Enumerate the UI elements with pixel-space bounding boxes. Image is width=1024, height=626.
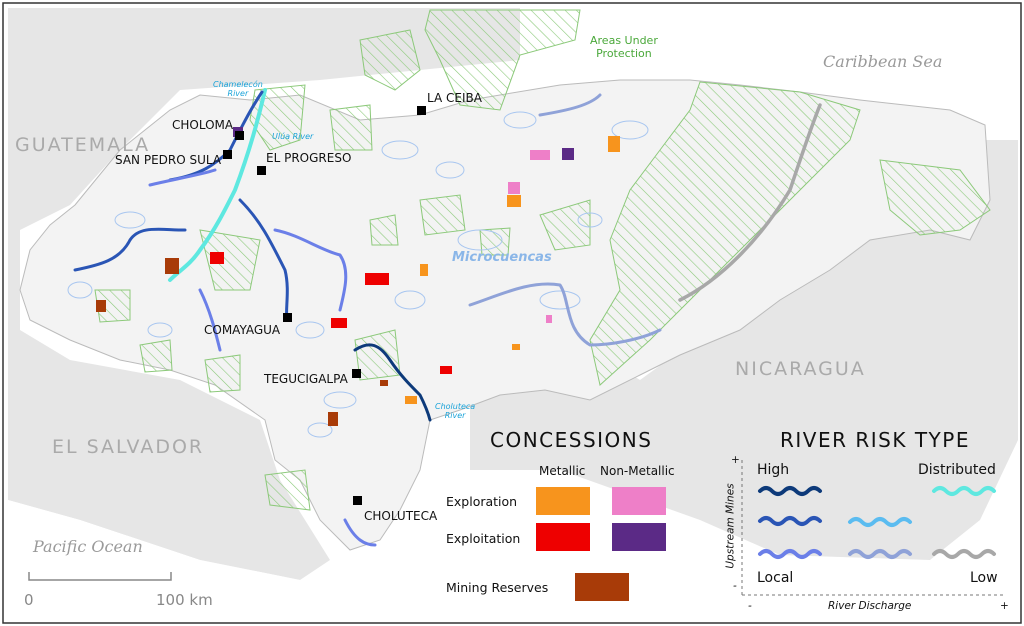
choluteca-marker: [353, 496, 362, 505]
risk-distributed-label: Distributed: [918, 462, 996, 478]
choloma-label: CHOLOMA: [172, 118, 234, 132]
ulua-river-label: Ulúa River: [272, 132, 314, 141]
tegucigalpa-label: TEGUCIGALPA: [264, 372, 348, 386]
caribbean-sea-label: Caribbean Sea: [823, 52, 943, 71]
choluteca-label: CHOLUTECA: [364, 509, 438, 523]
river-tegucigalpa-south: [343, 518, 377, 547]
risk-legend-swatches: [758, 486, 996, 559]
risk-local-label: Local: [757, 570, 794, 586]
protected-areas-label: Areas Under Protection: [590, 34, 658, 60]
river-patuca: [468, 282, 662, 347]
risk-local-swatch: [758, 549, 822, 559]
ulua-river: [168, 88, 267, 282]
choluteca-river-label: Choluteca River: [435, 402, 475, 420]
pacific-ocean: [8, 500, 330, 600]
nicaragua-label: NICARAGUA: [735, 358, 866, 380]
la-ceiba-marker: [417, 106, 426, 115]
risk-legend-title: RIVER RISK TYPE: [780, 428, 970, 452]
microcuencas: [67, 111, 649, 438]
swatch-exploration-metallic: [536, 487, 590, 515]
risk-y-plus: +: [731, 454, 740, 466]
concessions-row-exploration: Exploration: [446, 494, 518, 509]
comayagua-marker: [283, 313, 292, 322]
swatch-exploitation-metallic: [536, 523, 590, 551]
swatch-exploration-nonmetallic: [612, 487, 666, 515]
risk-low-label: Low: [970, 570, 998, 586]
chamelecon-river-label-line2: River: [227, 89, 249, 98]
concessions-reserves-label: Mining Reserves: [446, 580, 549, 595]
river-central: [273, 228, 348, 312]
concessions-legend-title: CONCESSIONS: [490, 428, 653, 452]
risk-high-swatch: [758, 486, 822, 496]
concessions-map: [96, 127, 620, 426]
risk-x-axis-label: River Discharge: [828, 600, 912, 612]
risk-low-center-swatch: [848, 549, 912, 559]
scale-left-label: 0: [24, 591, 34, 609]
risk-y-minus: -: [733, 580, 737, 592]
risk-distributed-swatch: [932, 486, 996, 496]
protected-areas-label-line1: Areas Under: [590, 34, 658, 47]
river-coco: [678, 103, 822, 302]
river-choluteca: [353, 343, 432, 422]
comayagua-label: COMAYAGUA: [204, 323, 281, 337]
risk-mid-left-swatch: [758, 516, 822, 526]
city-markers: [223, 106, 426, 505]
tegucigalpa-marker: [352, 369, 361, 378]
rivers: [73, 88, 822, 547]
swatch-exploitation-nonmetallic: [612, 523, 666, 551]
risk-high-label: High: [757, 462, 790, 478]
microcuencas-label: Microcuencas: [452, 250, 552, 265]
risk-low-swatch: [932, 549, 996, 559]
risk-mid-center-swatch: [848, 517, 912, 527]
protected-areas: [94, 9, 991, 511]
scale-bar-line: [28, 572, 172, 581]
risk-legend-axes: [741, 460, 1005, 596]
river-north: [148, 168, 217, 187]
concessions-col-metallic: Metallic: [539, 464, 586, 478]
choloma-marker: [235, 131, 244, 140]
river-southwest: [198, 288, 222, 352]
scale-right-label: 100 km: [156, 591, 213, 609]
choluteca-river-label-line1: Choluteca: [435, 402, 476, 411]
el-progreso-label: EL PROGRESO: [266, 151, 352, 165]
protected-areas-label-line2: Protection: [596, 47, 652, 60]
chamelecon-river-label: Chamelecón River: [213, 80, 263, 98]
risk-x-plus: +: [1000, 600, 1009, 612]
el-salvador-label: EL SALVADOR: [52, 436, 205, 458]
chamelecon-river-label-line1: Chamelecón: [213, 80, 263, 89]
pacific-ocean-label: Pacific Ocean: [33, 537, 143, 556]
la-ceiba-label: LA CEIBA: [427, 91, 482, 105]
concessions-row-exploitation: Exploitation: [446, 531, 521, 546]
el-progreso-marker: [257, 166, 266, 175]
san-pedro-sula-label: SAN PEDRO SULA: [115, 153, 222, 167]
risk-x-minus: -: [748, 600, 752, 612]
river-comayagua: [238, 198, 289, 322]
concessions-col-nonmetallic: Non-Metallic: [600, 464, 675, 478]
swatch-mining-reserves: [575, 573, 629, 601]
choluteca-river-label-line2: River: [444, 411, 466, 420]
guatemala-label: GUATEMALA: [15, 134, 151, 156]
neighbor-land-east: [470, 140, 1018, 560]
neighbor-land: [8, 8, 520, 580]
river-west: [73, 227, 187, 272]
river-aguan: [538, 93, 602, 117]
san-pedro-sula-marker: [223, 150, 232, 159]
risk-y-axis-label: Upstream Mines: [724, 483, 737, 569]
